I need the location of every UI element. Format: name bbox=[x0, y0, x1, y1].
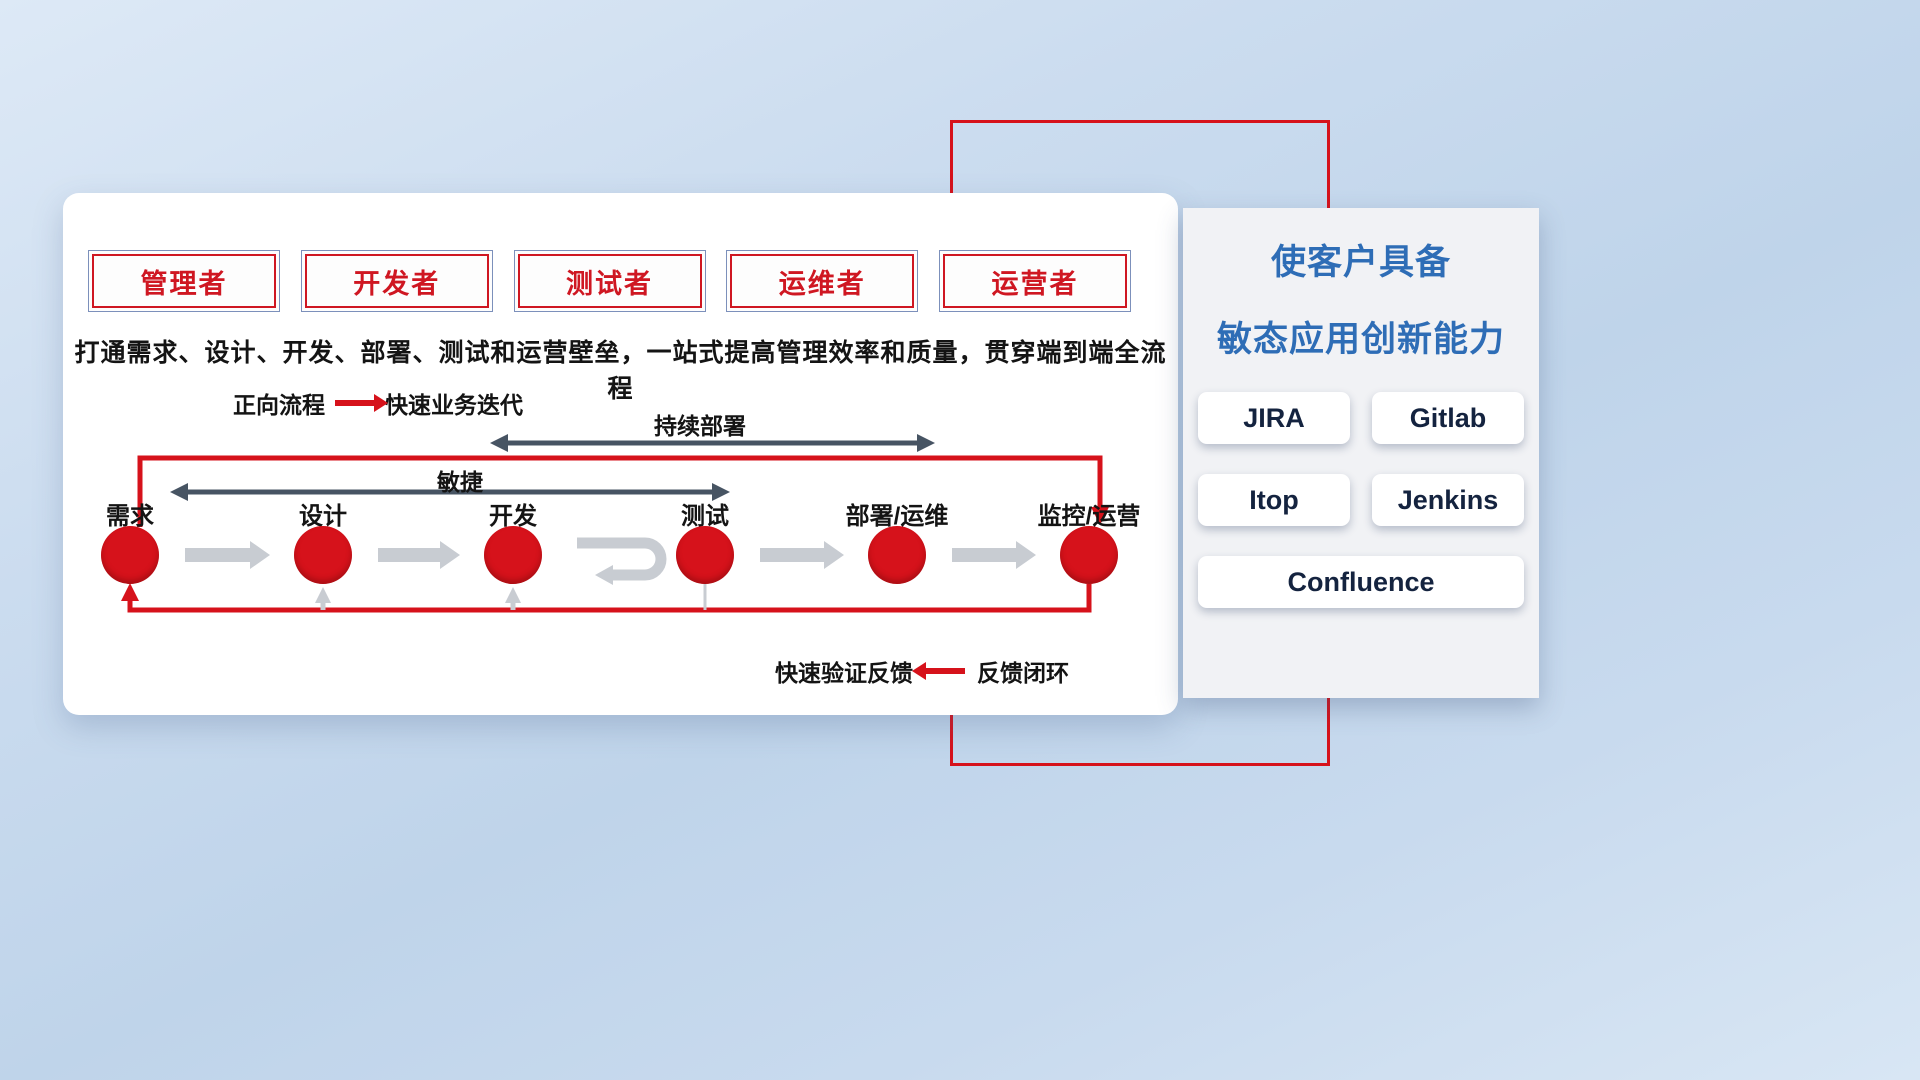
feedback-loop-line bbox=[121, 583, 1092, 613]
role-label: 运维者 bbox=[730, 254, 915, 308]
feedback-up-arrow-design bbox=[315, 587, 331, 610]
iterate-uturn-arrow bbox=[577, 537, 667, 585]
role-label: 开发者 bbox=[304, 254, 489, 308]
agile-label: 敏捷 bbox=[437, 469, 483, 495]
feedback-arrow-icon bbox=[912, 662, 965, 680]
stage-label-deploy-ops: 部署/运维 bbox=[845, 503, 949, 530]
tool-button-confluence: Confluence bbox=[1198, 556, 1524, 608]
stage-node-requirements bbox=[101, 526, 159, 584]
stage-label-requirements: 需求 bbox=[106, 503, 154, 530]
flow-arrow-5 bbox=[952, 541, 1036, 569]
continuous-deploy-label: 持续部署 bbox=[654, 413, 746, 439]
flow-arrow-2 bbox=[378, 541, 460, 569]
capability-panel: 使客户具备 敏态应用创新能力 JIRA Gitlab Itop Jenkins … bbox=[1183, 208, 1539, 698]
role-box-ops: 运维者 bbox=[726, 250, 919, 312]
role-box-developer: 开发者 bbox=[300, 250, 493, 312]
stage-node-development bbox=[484, 526, 542, 584]
roles-row: 管理者 开发者 测试者 运维者 运营者 bbox=[88, 250, 1131, 312]
tool-button-jira: JIRA bbox=[1198, 392, 1350, 444]
legend-feedback-value: 反馈闭环 bbox=[977, 660, 1069, 686]
stage-node-monitor-operate bbox=[1060, 526, 1118, 584]
legend-feedback-label: 快速验证反馈 bbox=[775, 660, 913, 686]
stage-node-design bbox=[294, 526, 352, 584]
tool-button-jenkins: Jenkins bbox=[1372, 474, 1524, 526]
panel-title-line2: 敏态应用创新能力 bbox=[1216, 320, 1505, 359]
card-subtitle: 打通需求、设计、开发、部署、测试和运营壁垒，一站式提高管理效率和质量，贯穿端到端… bbox=[74, 339, 1167, 403]
tool-button-gitlab: Gitlab bbox=[1372, 392, 1524, 444]
stage-node-deploy-ops bbox=[868, 526, 926, 584]
legend-forward: 正向流程 快速业务迭代 bbox=[233, 386, 523, 420]
role-box-manager: 管理者 bbox=[88, 250, 280, 312]
stage-label-testing: 测试 bbox=[681, 503, 729, 530]
legend-forward-value: 快速业务迭代 bbox=[385, 392, 523, 418]
devops-flow-card: 管理者 开发者 测试者 运维者 运营者 打通需求、设计、开发、部署、测试和运营壁… bbox=[63, 193, 1178, 715]
stage-label-design: 设计 bbox=[299, 503, 347, 530]
role-box-tester: 测试者 bbox=[513, 250, 706, 312]
stage-label-monitor-operate: 监控/运营 bbox=[1037, 503, 1141, 530]
stage-node-testing bbox=[676, 526, 734, 584]
role-label: 测试者 bbox=[517, 254, 702, 308]
flow-arrow-4 bbox=[760, 541, 844, 569]
legend-forward-label: 正向流程 bbox=[233, 392, 325, 418]
forward-arrow-icon bbox=[335, 394, 388, 412]
flow-arrow-1 bbox=[185, 541, 270, 569]
feedback-up-arrow-dev bbox=[505, 587, 521, 610]
panel-title-line1: 使客户具备 bbox=[1270, 243, 1451, 282]
role-box-operator: 运营者 bbox=[939, 250, 1131, 312]
legend-feedback: 快速验证反馈 反馈闭环 bbox=[775, 654, 1069, 688]
panel-title: 使客户具备 敏态应用创新能力 bbox=[1183, 234, 1539, 362]
role-label: 运营者 bbox=[943, 254, 1127, 308]
tool-button-itop: Itop bbox=[1198, 474, 1350, 526]
stage-label-development: 开发 bbox=[489, 503, 537, 530]
tools-grid: JIRA Gitlab Itop Jenkins Confluence bbox=[1183, 388, 1539, 608]
role-label: 管理者 bbox=[92, 254, 276, 308]
